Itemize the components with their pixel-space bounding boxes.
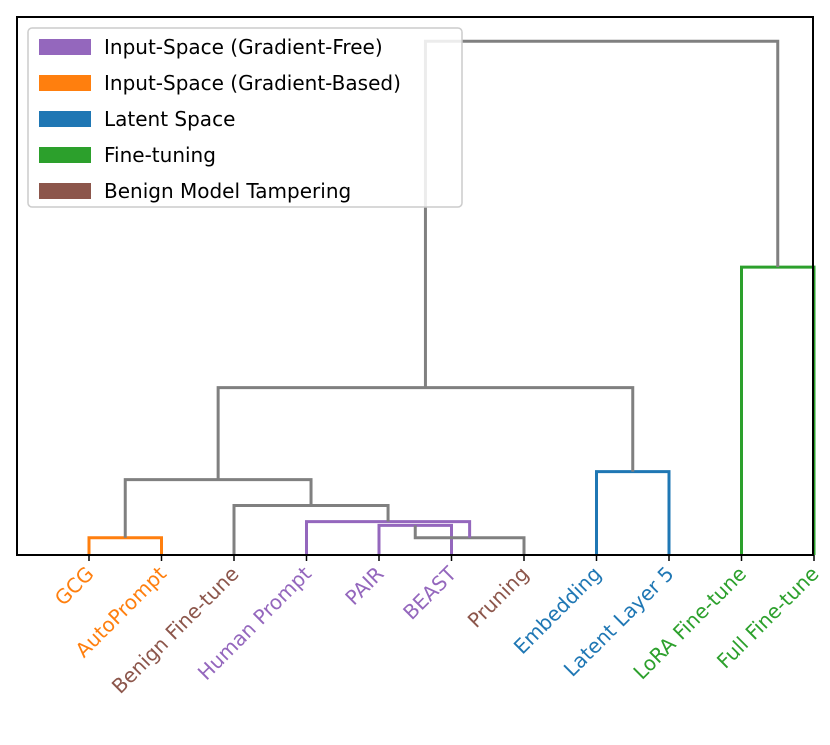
link-m-non-ft (216, 386, 635, 480)
plot-frame (16, 16, 814, 556)
legend-label-benign-model-tampering: Benign Model Tampering (104, 179, 351, 203)
link-m-input (123, 478, 313, 538)
tick-label-beast: BEAST (398, 561, 461, 624)
x-axis-ticks (88, 555, 815, 561)
link-m-ft (740, 265, 816, 555)
legend-label-input-space-gradient-free: Input-Space (Gradient-Free) (104, 35, 383, 59)
legend-label-fine-tuning: Fine-tuning (104, 143, 216, 167)
link-m-gcg-auto (87, 536, 163, 555)
legend-label-input-space-gradient-based: Input-Space (Gradient-Based) (104, 71, 401, 95)
tick-label-gcg: GCG (50, 562, 99, 611)
legend-swatch-fine-tuning (39, 147, 91, 163)
link-m-latent (595, 470, 671, 555)
legend: Input-Space (Gradient-Free) Input-Space (… (27, 27, 463, 208)
link-m-root (423, 39, 780, 388)
tick-label-pruning: Pruning (463, 562, 534, 633)
tick-label-benign-fine-tune: Benign Fine-tune (107, 562, 244, 699)
tick-label-pair: PAIR (340, 561, 388, 609)
legend-swatch-benign-model-tampering (39, 183, 91, 199)
link-m-benign (232, 504, 390, 555)
legend-swatch-input-space-gradient-based (39, 75, 91, 91)
legend-swatch-input-space-gradient-free (39, 39, 91, 55)
legend-swatch-latent-space (39, 111, 91, 127)
legend-label-latent-space: Latent Space (104, 107, 235, 131)
legend-box (27, 27, 463, 208)
